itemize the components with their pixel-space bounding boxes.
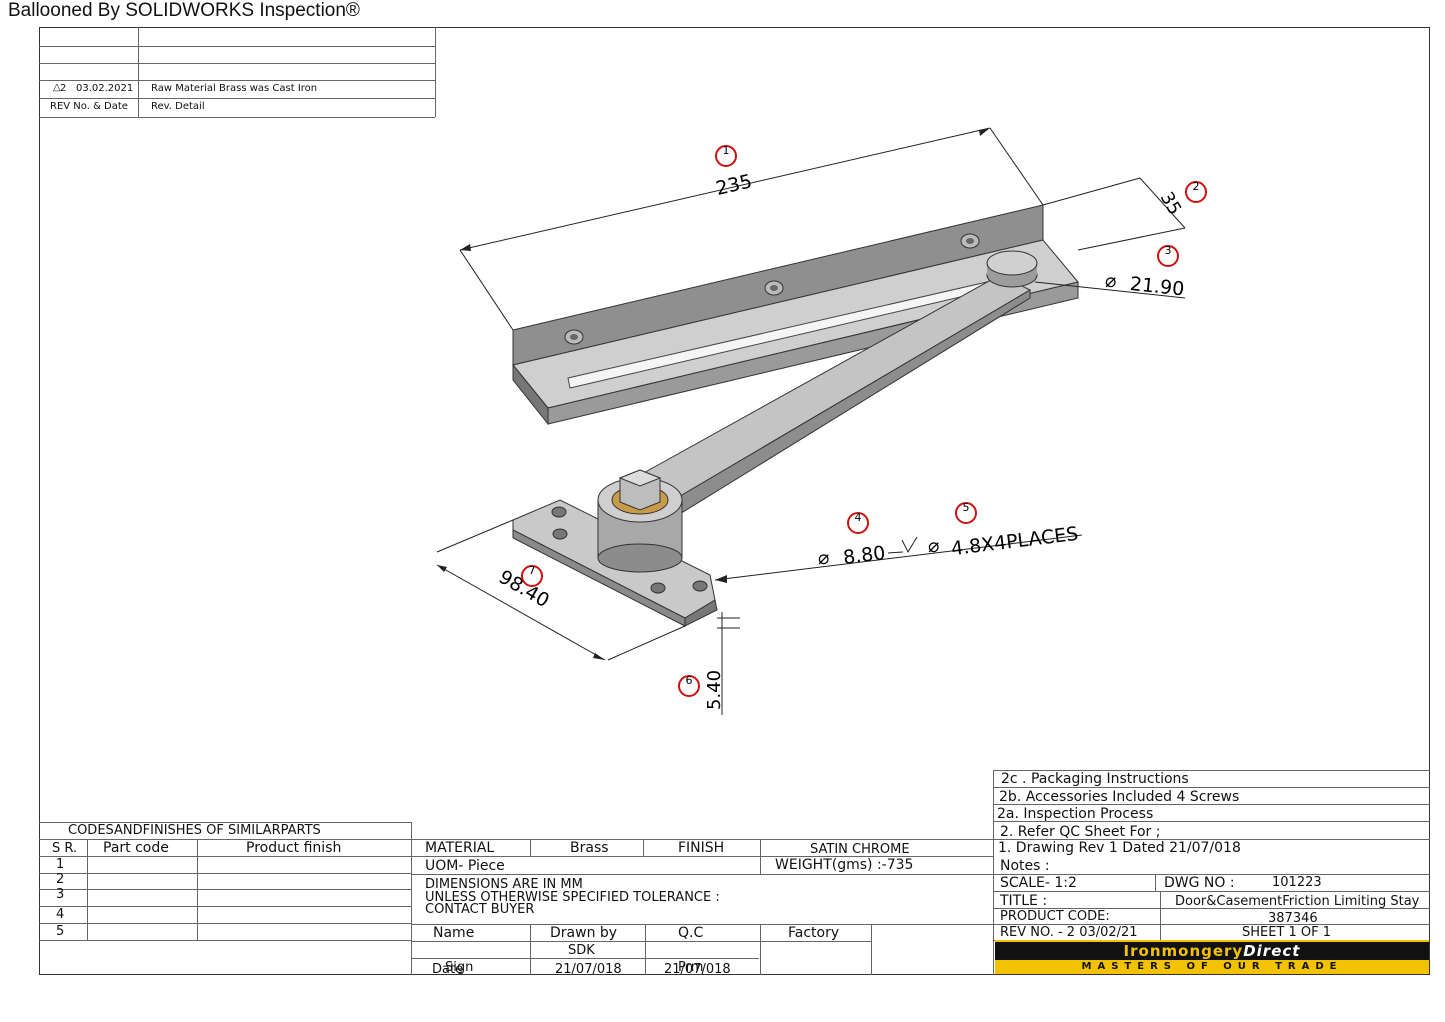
dwg-label: DWG NO : [1164,875,1235,891]
uom: UOM- Piece [425,858,505,874]
note-refer-qc: 2. Refer QC Sheet For ; [1000,824,1161,840]
dimension-arrows [437,128,990,660]
balloon-5: 5 [955,501,977,524]
svg-text:6: 6 [686,674,693,687]
col-product-finish: Product finish [246,840,342,856]
rev-header-number: REV No. & Date [50,101,128,112]
dim-8-80-symbol: ⌀ [818,547,829,569]
slider-knob [986,250,1038,288]
signoff-qc: Q.C [678,925,704,941]
similar-parts-title: CODESANDFINISHES OF SIMILARPARTS [68,823,321,838]
rev-triangle-icon: △ [53,82,61,93]
dim-235: 235 [714,170,754,200]
sr-2: 2 [56,872,65,887]
pivot-boss [597,469,683,573]
product-code-label: PRODUCT CODE: [1000,909,1110,924]
logo-tagline: MASTERS OF OUR TRADE [1081,961,1343,972]
banner-title: Ballooned By SOLIDWORKS Inspection® [8,0,360,21]
sr-5: 5 [56,924,65,939]
dwg-value: 101223 [1272,875,1322,890]
title-value: Door&CasementFriction Limiting Stay [1175,894,1420,909]
balloon-2: 2 [1185,180,1207,203]
dim-5-40: 5.40 [704,670,725,710]
signoff-factory: Factory [788,925,840,941]
dim-4-8-symbol: ⌀ [928,535,939,557]
balloon-6: 6 [678,674,700,697]
finish-value: SATIN CHROME [810,842,910,857]
weight: WEIGHT(gms) :-735 [775,857,914,873]
sign-label: Sign [445,960,474,975]
rev-detail: Raw Material Brass was Cast Iron [151,83,318,94]
svg-text:1: 1 [723,144,730,157]
note-units: DIMENSIONS ARE IN MM [425,877,583,892]
svg-text:3: 3 [1165,244,1172,257]
balloon-1: 1 [715,144,737,167]
material-value: Brass [570,840,609,856]
scale: SCALE- 1:2 [1000,875,1077,891]
date-label: Date [432,962,464,977]
sr-4: 4 [56,907,65,922]
note-inspection: 2a. Inspection Process [997,806,1154,822]
balloon-7: 7 [521,564,543,587]
qc-sign: Prm [678,960,704,975]
notes-label: Notes : [1000,858,1050,874]
finish-label: FINISH [678,840,725,856]
balloon-4: 4 [847,511,869,534]
note-accessories: 2b. Accessories Included 4 Screws [999,789,1240,805]
note-tolerance: UNLESS OTHERWISE SPECIFIED TOLERANCE : [425,890,720,905]
dim-21-90: 21.90 [1129,273,1185,301]
product-code-value: 387346 [1268,911,1318,926]
svg-text:2: 2 [1193,180,1200,193]
logo-brand-emph: Direct [1243,942,1301,960]
note-packaging: 2c . Packaging Instructions [1001,771,1189,787]
svg-text:4: 4 [855,511,862,524]
title-label: TITLE : [1000,893,1048,909]
signoff-name: Name [433,925,475,941]
note-contact: CONTACT BUYER [425,902,535,917]
logo-brand: Ironmongery [1123,942,1244,960]
svg-text:5: 5 [963,501,970,514]
rev-number: 2 [60,83,67,94]
drawn-date: 21/07/018 [555,962,622,977]
sheet-number: SHEET 1 OF 1 [1242,925,1332,940]
dim-4-8x4-places: 4.8X4PLACES [950,523,1080,560]
dim-98-40: 98.40 [495,566,553,612]
sr-3: 3 [56,887,65,902]
drawing-sheet [39,27,1430,975]
drawn-by-name: SDK [568,943,595,958]
dim-35: 35 [1156,188,1186,218]
ironmongery-direct-logo: IronmongeryDirect MASTERS OF OUR TRADE [995,940,1429,974]
dim-21-90-symbol: ⌀ [1105,270,1116,292]
dim-8-80: 8.80 [842,542,887,569]
col-sr: S R. [52,841,78,856]
rev-date: 03.02.2021 [76,83,134,94]
rev-header-detail: Rev. Detail [151,101,205,112]
rev-no: REV NO. - 2 03/02/21 [1000,925,1138,940]
dimension-lines [436,127,1186,715]
svg-text:7: 7 [529,564,536,577]
material-label: MATERIAL [425,840,495,856]
sr-1: 1 [56,857,65,872]
balloon-3: 3 [1157,244,1179,267]
qc-date: 21/07/018 [664,962,731,977]
note-drawing-rev: 1. Drawing Rev 1 Dated 21/07/018 [998,840,1241,856]
col-part-code: Part code [103,840,169,856]
signoff-drawn-by: Drawn by [550,925,618,941]
